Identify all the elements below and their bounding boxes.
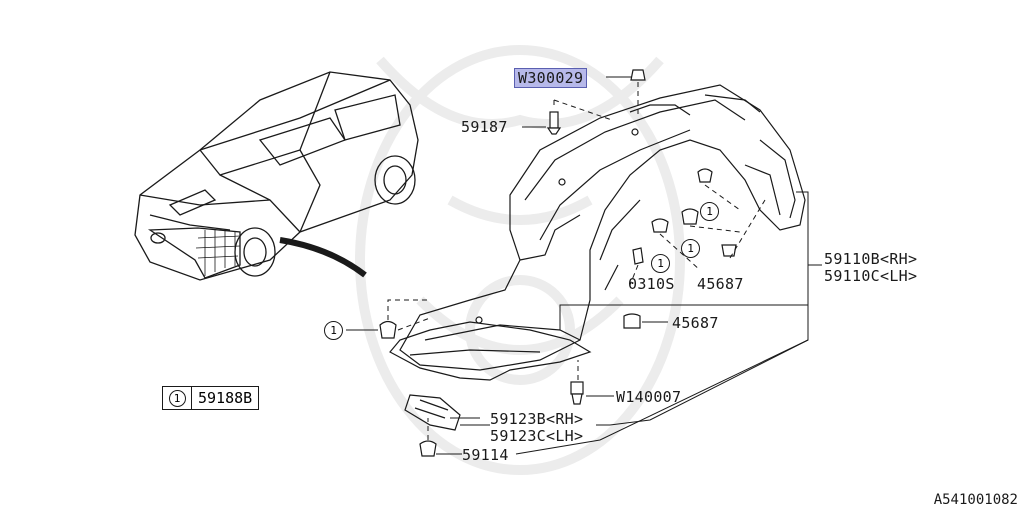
car-illustration	[134, 71, 419, 281]
part-label-0310s[interactable]: 0310S	[628, 275, 675, 293]
part-label-59110c[interactable]: 59110C<LH>	[824, 267, 918, 285]
part-label-59187[interactable]: 59187	[461, 118, 508, 136]
watermark-emblem	[355, 45, 685, 475]
part-label-59123b[interactable]: 59123B<RH>	[490, 410, 584, 428]
fender-liner-drawing	[399, 84, 806, 371]
part-label-45687-upper[interactable]: 45687	[697, 275, 744, 293]
callout-circle: 1	[324, 321, 343, 340]
part-label-59123c[interactable]: 59123C<LH>	[490, 427, 584, 445]
part-label-45687-lower[interactable]: 45687	[672, 314, 719, 332]
fasteners	[379, 69, 737, 457]
part-label-w300029[interactable]: W300029	[514, 68, 588, 88]
callout-circle: 1	[681, 239, 700, 258]
under-cover-drawing	[389, 321, 592, 431]
legend-box: 1 59188B	[162, 386, 260, 410]
callout-circle: 1	[700, 202, 719, 221]
legend-part-code[interactable]: 59188B	[198, 389, 253, 407]
legend-number-cell: 1	[163, 387, 192, 409]
part-label-59114[interactable]: 59114	[462, 446, 509, 464]
callout-circle: 1	[651, 254, 670, 273]
diagram-reference-id: A541001082	[933, 492, 1018, 508]
part-label-w140007[interactable]: W140007	[616, 388, 682, 406]
leader-lines	[346, 76, 822, 455]
part-label-59110b[interactable]: 59110B<RH>	[824, 250, 918, 268]
legend-number: 1	[168, 389, 186, 407]
